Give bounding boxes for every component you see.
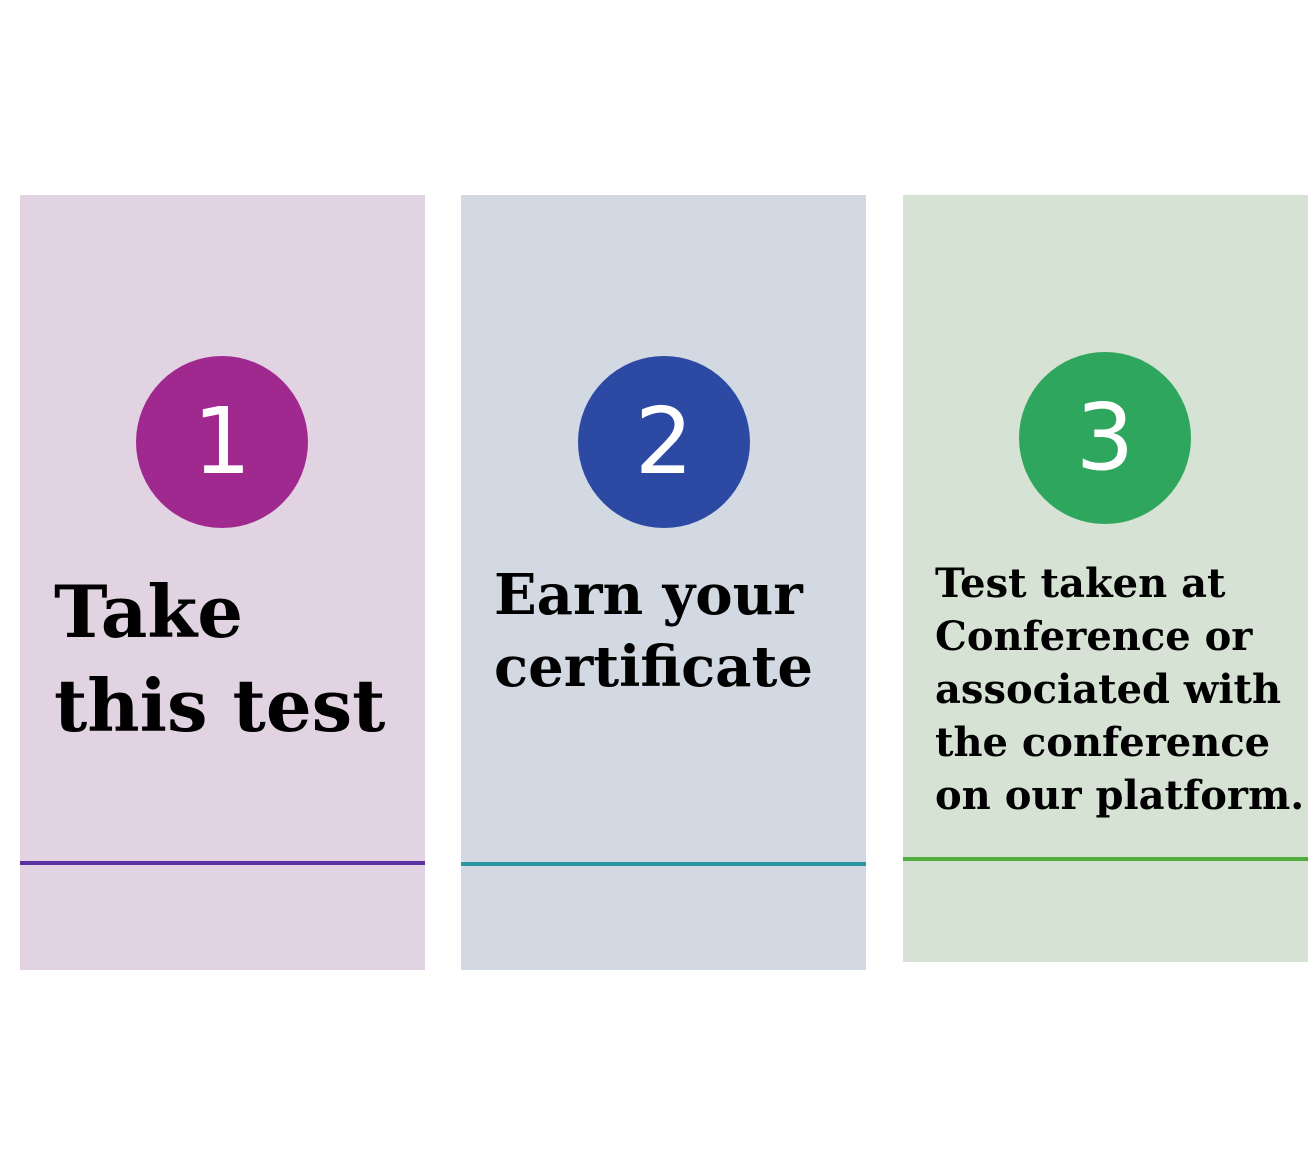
step-description: Take this test [54, 569, 386, 748]
step-card-2: 2 Earn your certificate [461, 195, 866, 970]
divider-line [903, 857, 1308, 861]
step-description: Earn your certificate [494, 562, 813, 700]
step-description: Test taken at Conference or associated w… [935, 560, 1305, 819]
step-number-badge: 1 [136, 356, 308, 528]
divider-line [20, 861, 425, 865]
step-card-1: 1 Take this test [20, 195, 425, 970]
step-number-badge: 3 [1019, 352, 1191, 524]
divider-line [461, 862, 866, 866]
step-card-3: 3 Test taken at Conference or associated… [903, 195, 1308, 962]
step-number-badge: 2 [578, 356, 750, 528]
